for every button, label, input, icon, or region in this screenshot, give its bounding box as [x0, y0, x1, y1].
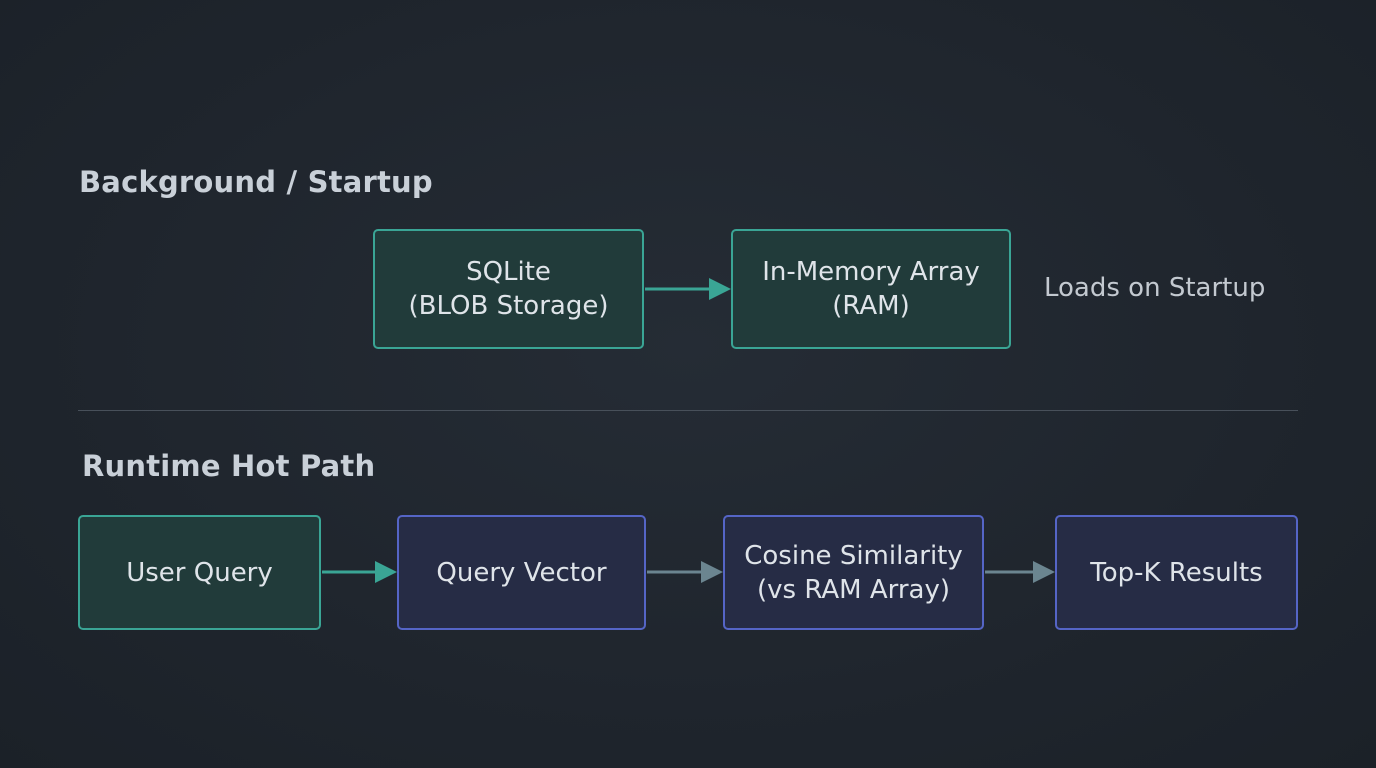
- node-user-query-label: User Query: [126, 557, 273, 588]
- section-title-runtime: Runtime Hot Path: [82, 449, 376, 483]
- node-sqlite: SQLite (BLOB Storage): [373, 229, 644, 349]
- node-user-query: User Query: [78, 515, 321, 630]
- node-top-k-results: Top-K Results: [1055, 515, 1298, 630]
- node-query-vector: Query Vector: [397, 515, 646, 630]
- startup-note: Loads on Startup: [1044, 273, 1266, 303]
- node-cosine-similarity: Cosine Similarity (vs RAM Array): [723, 515, 984, 630]
- node-in-memory-array: In-Memory Array (RAM): [731, 229, 1011, 349]
- node-cosine-similarity-label: Cosine Similarity: [744, 540, 963, 571]
- node-sqlite-label: SQLite: [466, 257, 551, 287]
- node-top-k-results-label: Top-K Results: [1090, 557, 1263, 588]
- node-in-memory-array-label: In-Memory Array: [762, 257, 980, 287]
- arrow-user-query-to-query-vector: [322, 561, 397, 583]
- arrow-sqlite-to-ram: [645, 278, 731, 300]
- node-in-memory-array-sublabel: (RAM): [832, 291, 910, 321]
- node-sqlite-sublabel: (BLOB Storage): [408, 291, 609, 321]
- node-query-vector-label: Query Vector: [436, 557, 607, 588]
- node-cosine-similarity-sublabel: (vs RAM Array): [756, 574, 950, 605]
- arrow-cosine-similarity-to-top-k: [985, 561, 1055, 583]
- arrow-query-vector-to-cosine-similarity: [647, 561, 723, 583]
- section-title-startup: Background / Startup: [79, 165, 433, 199]
- section-divider: [78, 410, 1298, 411]
